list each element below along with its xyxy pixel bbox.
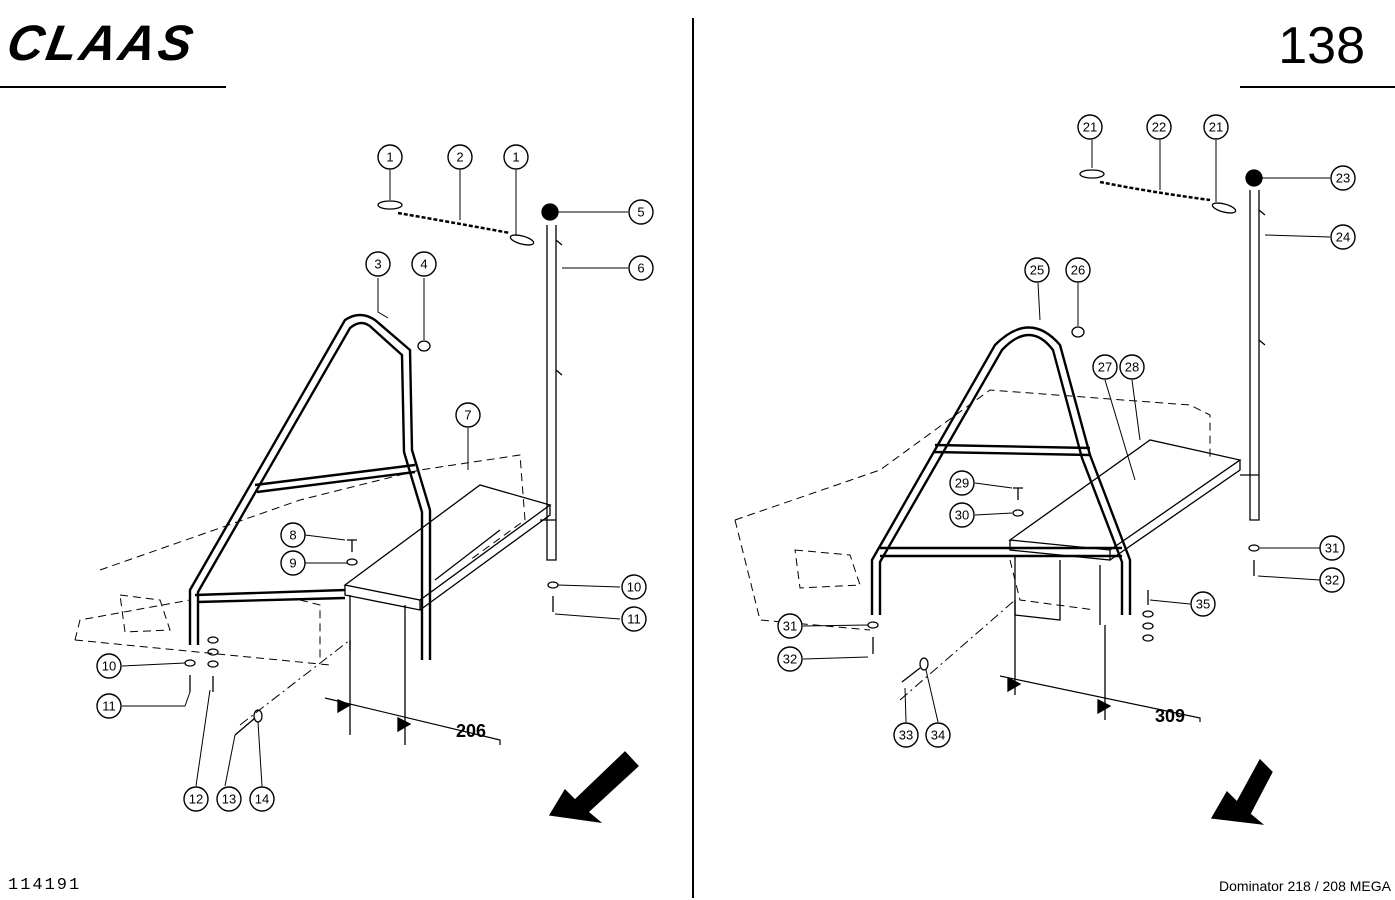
- svg-text:10: 10: [627, 580, 641, 595]
- svg-text:11: 11: [102, 699, 116, 714]
- right-direction-arrow: [1210, 758, 1273, 825]
- svg-text:10: 10: [102, 659, 116, 674]
- svg-text:34: 34: [931, 728, 945, 743]
- right-fasteners: [867, 326, 1260, 683]
- svg-text:4: 4: [420, 257, 427, 272]
- right-callout-32b: 32: [777, 646, 803, 672]
- header-rule-right: [1240, 86, 1395, 88]
- right-callout-23: 23: [1330, 165, 1356, 191]
- svg-text:32: 32: [1325, 573, 1339, 588]
- right-callout-35: 35: [1190, 591, 1216, 617]
- right-callout-34: 34: [925, 722, 951, 748]
- left-knob: [541, 203, 559, 221]
- svg-text:21: 21: [1083, 120, 1097, 135]
- right-callout-21b: 21: [1203, 114, 1229, 140]
- right-callout-31a: 31: [1319, 535, 1345, 561]
- left-callout-10b: 10: [96, 653, 122, 679]
- model-name: Dominator 218 / 208 MEGA: [1219, 878, 1391, 894]
- left-reference-line: [239, 639, 501, 745]
- left-callout-6: 6: [628, 255, 654, 281]
- left-callout-1b: 1: [503, 144, 529, 170]
- right-callout-28: 28: [1119, 354, 1145, 380]
- right-handrail: [870, 326, 1132, 615]
- svg-text:14: 14: [255, 792, 269, 807]
- svg-text:22: 22: [1152, 120, 1166, 135]
- svg-text:33: 33: [899, 728, 913, 743]
- left-upright-post: [540, 225, 563, 561]
- svg-text:28: 28: [1125, 360, 1139, 375]
- svg-text:24: 24: [1336, 230, 1350, 245]
- header-rule-left: [0, 86, 226, 88]
- right-callout-27: 27: [1092, 354, 1118, 380]
- svg-text:6: 6: [637, 261, 644, 276]
- left-callout-7: 7: [455, 402, 481, 428]
- left-chain: [377, 200, 535, 246]
- svg-text:32: 32: [783, 652, 797, 667]
- document-number: 114191: [8, 876, 82, 895]
- right-callout-22: 22: [1146, 114, 1172, 140]
- svg-text:1: 1: [512, 150, 519, 165]
- svg-text:31: 31: [1325, 541, 1339, 556]
- right-callout-33: 33: [893, 722, 919, 748]
- right-callout-24: 24: [1330, 224, 1356, 250]
- left-callout-2: 2: [447, 144, 473, 170]
- right-callout-21a: 21: [1077, 114, 1103, 140]
- left-callout-13: 13: [216, 786, 242, 812]
- right-callout-29: 29: [949, 470, 975, 496]
- left-callout-8: 8: [280, 522, 306, 548]
- svg-text:25: 25: [1030, 263, 1044, 278]
- left-machine-outline: [74, 454, 526, 666]
- left-leaders: [121, 170, 628, 787]
- left-callout-10a: 10: [621, 574, 647, 600]
- left-reference-number: 206: [456, 721, 486, 741]
- svg-text:13: 13: [222, 792, 236, 807]
- svg-text:8: 8: [289, 528, 296, 543]
- svg-text:9: 9: [289, 556, 296, 571]
- svg-text:29: 29: [955, 476, 969, 491]
- svg-text:2: 2: [456, 150, 463, 165]
- left-callout-14: 14: [249, 786, 275, 812]
- svg-text:21: 21: [1209, 120, 1223, 135]
- svg-text:1: 1: [386, 150, 393, 165]
- right-reference-number: 309: [1155, 706, 1185, 726]
- svg-text:27: 27: [1098, 360, 1112, 375]
- left-callout-4: 4: [411, 251, 437, 277]
- svg-text:30: 30: [955, 508, 969, 523]
- left-callout-11a: 11: [621, 606, 647, 632]
- right-machine-outline: [734, 389, 1211, 631]
- right-callout-31b: 31: [777, 613, 803, 639]
- left-handrail: [188, 313, 432, 660]
- svg-text:5: 5: [637, 205, 644, 220]
- left-callout-1a: 1: [377, 144, 403, 170]
- svg-text:35: 35: [1196, 597, 1210, 612]
- right-callout-30: 30: [949, 502, 975, 528]
- svg-text:7: 7: [464, 408, 471, 423]
- svg-text:3: 3: [374, 257, 381, 272]
- right-chain: [1079, 169, 1237, 214]
- right-knob: [1245, 169, 1263, 187]
- left-callout-9: 9: [280, 550, 306, 576]
- svg-text:26: 26: [1071, 263, 1085, 278]
- svg-text:12: 12: [189, 792, 203, 807]
- right-callout-25: 25: [1024, 257, 1050, 283]
- right-callout-32a: 32: [1319, 567, 1345, 593]
- svg-text:31: 31: [783, 619, 797, 634]
- page-number: 138: [1278, 17, 1365, 75]
- right-upright-post: [1240, 190, 1266, 521]
- left-callout-5: 5: [628, 199, 654, 225]
- left-callout-3: 3: [365, 251, 391, 277]
- left-callout-11b: 11: [96, 693, 122, 719]
- svg-text:11: 11: [627, 612, 641, 627]
- left-fasteners: [184, 340, 559, 736]
- right-reference-line: [899, 599, 1201, 722]
- right-leaders: [802, 140, 1331, 723]
- right-callout-26: 26: [1065, 257, 1091, 283]
- left-direction-arrow: [548, 751, 639, 823]
- view-divider: [692, 18, 694, 898]
- svg-text:23: 23: [1336, 171, 1350, 186]
- left-step-platform: [343, 484, 552, 660]
- left-callout-12: 12: [183, 786, 209, 812]
